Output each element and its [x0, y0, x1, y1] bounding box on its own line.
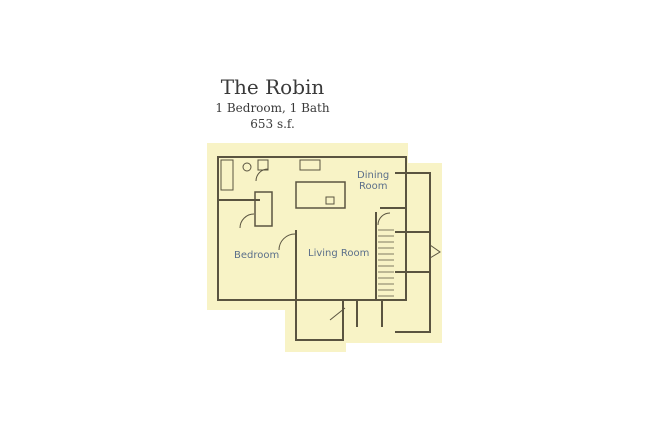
door-swings — [239, 168, 441, 321]
bedroom-label: Bedroom — [234, 250, 279, 261]
kitchen-sink-icon — [325, 196, 335, 205]
dining-room-label: Dining — [357, 170, 389, 181]
plan-type: 1 Bedroom, 1 Bath — [215, 101, 330, 115]
sink-icon — [257, 159, 269, 171]
fixtures — [220, 159, 335, 205]
plan-area: 653 s.f. — [250, 117, 295, 131]
walls — [217, 156, 431, 341]
bathtub-icon — [220, 159, 234, 191]
dining-room-label-2: Room — [359, 181, 387, 192]
living-room-label: Living Room — [308, 248, 369, 259]
toilet-icon — [242, 162, 252, 172]
stove-icon — [299, 159, 321, 171]
stairs — [378, 229, 394, 297]
plan-title: The Robin — [220, 75, 325, 99]
